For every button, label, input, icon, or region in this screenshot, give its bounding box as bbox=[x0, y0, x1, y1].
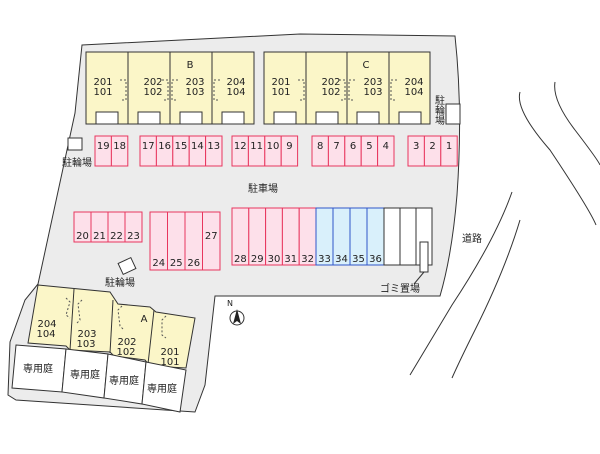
parking-stall-number: 6 bbox=[350, 141, 356, 152]
road-label: 道路 bbox=[462, 232, 482, 245]
parking-lot-label: 駐車場 bbox=[248, 182, 278, 195]
parking-stall-number: 27 bbox=[205, 231, 218, 242]
parking-stall-number: 25 bbox=[170, 258, 183, 269]
private-garden-label: 専用庭 bbox=[109, 374, 139, 387]
parking-stall-number: 7 bbox=[333, 141, 339, 152]
unit-label: 103 bbox=[185, 87, 204, 98]
unit-label: 102 bbox=[116, 347, 135, 358]
unit-label: 102 bbox=[143, 87, 162, 98]
parking-stall-number: 28 bbox=[234, 254, 247, 265]
parking-stall bbox=[440, 135, 458, 167]
parking-stall-number: 17 bbox=[142, 141, 155, 152]
parking-stall bbox=[110, 135, 129, 167]
unit-label: 202 bbox=[117, 337, 136, 348]
garbage-leader bbox=[413, 271, 425, 285]
private-garden-label: 専用庭 bbox=[70, 368, 100, 381]
north-arrow: N bbox=[227, 299, 245, 326]
unit-label: 101 bbox=[93, 87, 112, 98]
north-label: N bbox=[227, 299, 233, 308]
unit-label: 201 bbox=[160, 347, 179, 358]
parking-stall-number: 26 bbox=[187, 258, 200, 269]
unit-label: 103 bbox=[363, 87, 382, 98]
parking-stall bbox=[205, 135, 223, 167]
parking-stall-number: 2 bbox=[429, 141, 435, 152]
parking-stall-number: 35 bbox=[352, 254, 365, 265]
parking-stall-number: 20 bbox=[76, 231, 89, 242]
parking-stall-number: 33 bbox=[318, 254, 331, 265]
parking-stall-number: 8 bbox=[317, 141, 323, 152]
parking-stall-number: 1 bbox=[446, 141, 452, 152]
unit-label: 204 bbox=[226, 77, 245, 88]
unit-label: 201 bbox=[271, 77, 290, 88]
parking-row-20-23: 20 21 22 23 bbox=[73, 211, 143, 243]
parking-stall-number: 32 bbox=[301, 254, 314, 265]
building-b-label: B bbox=[187, 60, 194, 71]
unit-label: 101 bbox=[160, 357, 179, 368]
garbage-area-box bbox=[419, 241, 429, 273]
parking-stall-number: 5 bbox=[366, 141, 372, 152]
road-lines bbox=[409, 81, 600, 379]
bicycle-parking-label: 駐輪場 bbox=[105, 276, 135, 289]
unit-label: 201 bbox=[93, 77, 112, 88]
parking-stall bbox=[280, 135, 299, 167]
unit-label: 102 bbox=[321, 87, 340, 98]
parking-stall-number: 4 bbox=[383, 141, 389, 152]
parking-stall-number: 16 bbox=[158, 141, 171, 152]
unit-label: 104 bbox=[404, 87, 423, 98]
unit-label: 104 bbox=[36, 329, 55, 340]
parking-stall-number: 9 bbox=[286, 141, 292, 152]
unit-label: 202 bbox=[321, 77, 340, 88]
parking-stall-number: 11 bbox=[250, 141, 263, 152]
private-garden-label: 専用庭 bbox=[23, 362, 53, 375]
unit-label: 103 bbox=[76, 339, 95, 350]
building-c-label: C bbox=[363, 60, 370, 71]
building-a: A 204 104 203 103 202 102 201 101 bbox=[27, 284, 196, 369]
parking-stall-number: 10 bbox=[267, 141, 280, 152]
bicycle-parking-label: 駐輪場 bbox=[433, 94, 445, 126]
parking-stall-number: 15 bbox=[175, 141, 188, 152]
unit-label: 104 bbox=[226, 87, 245, 98]
parking-stall-number: 18 bbox=[113, 141, 126, 152]
parking-stall-number: 22 bbox=[110, 231, 123, 242]
parking-stall-number: 36 bbox=[369, 254, 382, 265]
parking-stall-number: 12 bbox=[234, 141, 247, 152]
parking-stall bbox=[377, 135, 395, 167]
private-gardens: 専用庭 専用庭 専用庭 専用庭 bbox=[11, 344, 187, 413]
bicycle-parking-box bbox=[445, 103, 461, 125]
parking-stall-number: 31 bbox=[284, 254, 297, 265]
unit-label: 101 bbox=[271, 87, 290, 98]
parking-stall-number: 29 bbox=[251, 254, 264, 265]
parking-stall-number: 3 bbox=[413, 141, 419, 152]
parking-stall bbox=[202, 211, 221, 271]
unit-label: 203 bbox=[185, 77, 204, 88]
building-b: B 201 101 202 102 203 103 204 104 bbox=[85, 51, 255, 125]
unit-label: 202 bbox=[143, 77, 162, 88]
parking-stall-number: 23 bbox=[127, 231, 140, 242]
parking-stall-number: 19 bbox=[97, 141, 110, 152]
building-c: C 201 101 202 102 203 103 204 104 bbox=[263, 51, 431, 125]
unit-label: 203 bbox=[363, 77, 382, 88]
parking-stall-number: 14 bbox=[191, 141, 204, 152]
parking-stall-number: 30 bbox=[268, 254, 281, 265]
private-garden-label: 専用庭 bbox=[147, 382, 177, 395]
parking-stall-number: 24 bbox=[152, 258, 165, 269]
parking-row-33-36: 33 34 35 36 bbox=[315, 207, 385, 266]
parking-stall-number: 13 bbox=[207, 141, 220, 152]
parking-stall-number: 34 bbox=[335, 254, 348, 265]
garbage-area-label: ゴミ置場 bbox=[380, 282, 420, 295]
unit-label: 203 bbox=[77, 329, 96, 340]
parking-stall bbox=[124, 211, 143, 243]
bicycle-parking-label: 駐輪場 bbox=[62, 156, 92, 169]
bicycle-parking-box bbox=[117, 256, 137, 276]
parking-stall-number: 21 bbox=[93, 231, 106, 242]
unit-label: 204 bbox=[404, 77, 423, 88]
bicycle-parking-box bbox=[67, 137, 83, 151]
building-a-label: A bbox=[141, 314, 148, 325]
parking-row-24-27: 24 25 26 27 bbox=[149, 211, 221, 271]
unit-label: 204 bbox=[37, 319, 56, 330]
